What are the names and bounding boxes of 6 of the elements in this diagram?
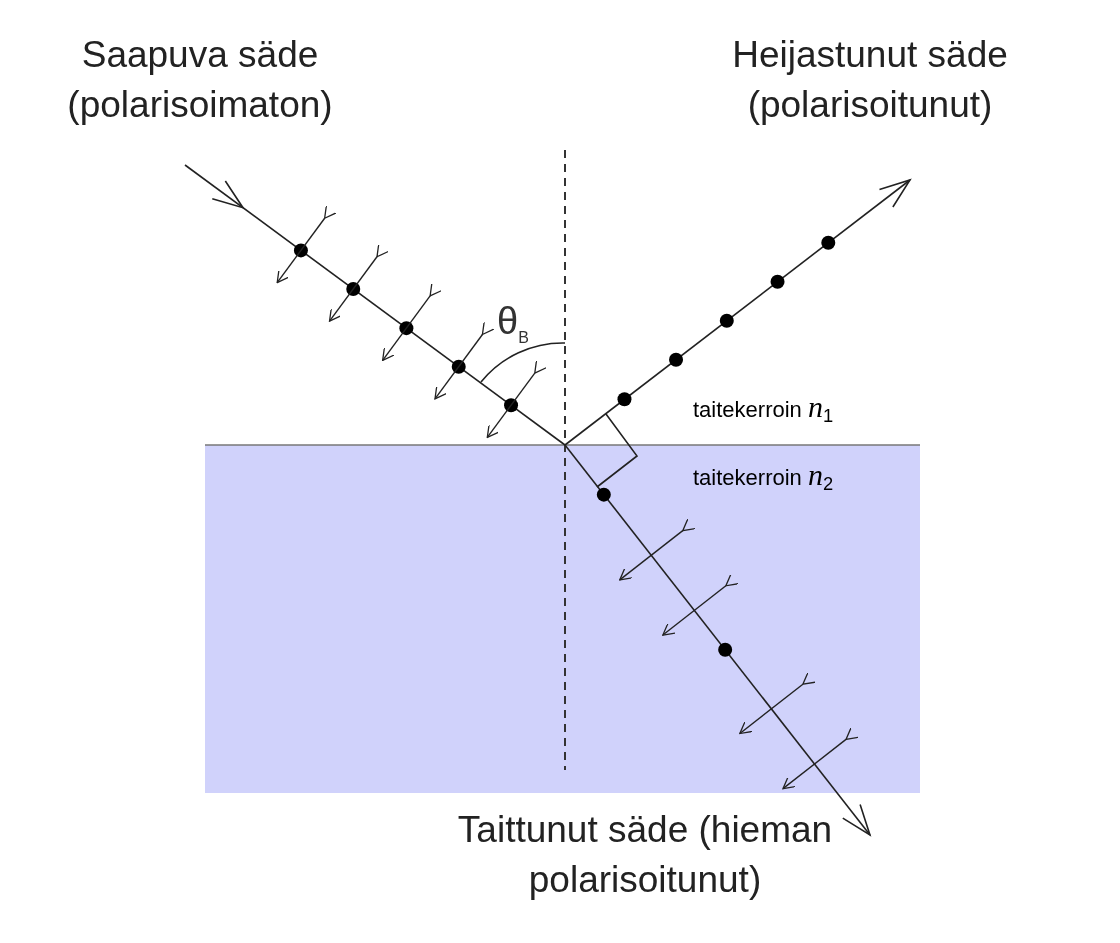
ray-label: Saapuva säde (polarisoimaton) xyxy=(66,33,334,127)
medium-label: taitekerroin n$_{1}$ xyxy=(693,390,834,428)
ray-label: Heijastunut säde (polarisoitunut) xyxy=(731,33,1009,127)
medium-label: taitekerroin n$_{2}$ xyxy=(693,458,834,496)
ray-label: Taittunut säde (hieman polarisoitunut) xyxy=(456,808,834,902)
angle-label: θ$_{B}$ xyxy=(497,300,529,347)
